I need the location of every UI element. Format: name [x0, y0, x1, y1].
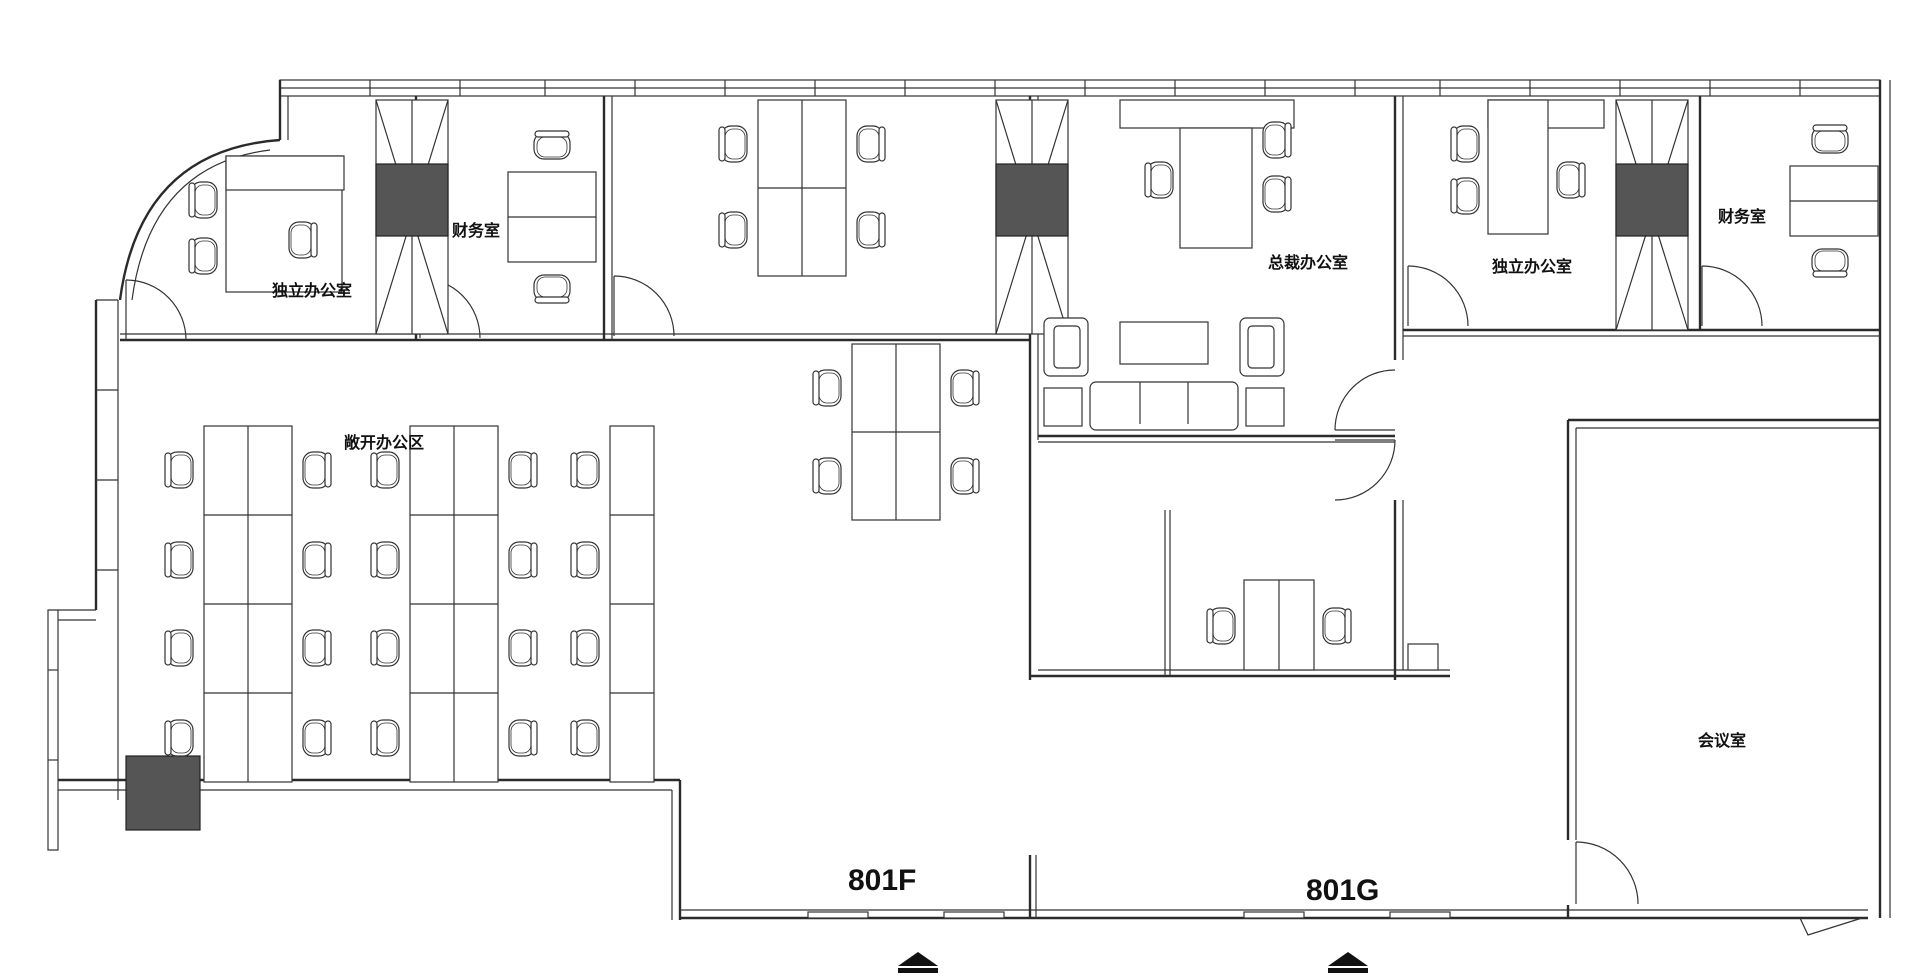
open-office-center-pod	[812, 343, 980, 521]
unit-label-801f: 801F	[848, 864, 916, 897]
private-office-left-furniture	[188, 155, 345, 293]
doors	[125, 265, 1763, 905]
room-label-ceo-office: 总裁办公室	[1268, 253, 1348, 272]
entrance-arrow-icon	[1328, 952, 1368, 973]
top-room-desks	[718, 99, 886, 277]
lower-room-furniture	[1206, 579, 1439, 671]
open-office-workstations	[164, 425, 655, 783]
room-label-meeting-room: 会议室	[1698, 731, 1746, 750]
room-label-finance-right: 财务室	[1717, 207, 1766, 226]
unit-label-801g: 801G	[1306, 874, 1379, 907]
finance-left-furniture	[507, 130, 597, 304]
entrance-arrow-icon	[898, 952, 938, 973]
private-office-right-furniture	[1450, 99, 1605, 235]
storage-cabinets	[125, 99, 1689, 831]
room-label-open-office: 敞开办公区	[344, 433, 424, 452]
ceo-office-furniture	[1043, 99, 1295, 431]
top-curtain-wall	[279, 79, 1881, 97]
room-label-private-office-left: 独立办公室	[272, 281, 352, 300]
finance-right-furniture	[1789, 124, 1879, 278]
room-label-finance-left: 财务室	[451, 221, 500, 240]
room-label-private-office-right: 独立办公室	[1492, 257, 1572, 276]
interior-walls	[120, 96, 1880, 918]
